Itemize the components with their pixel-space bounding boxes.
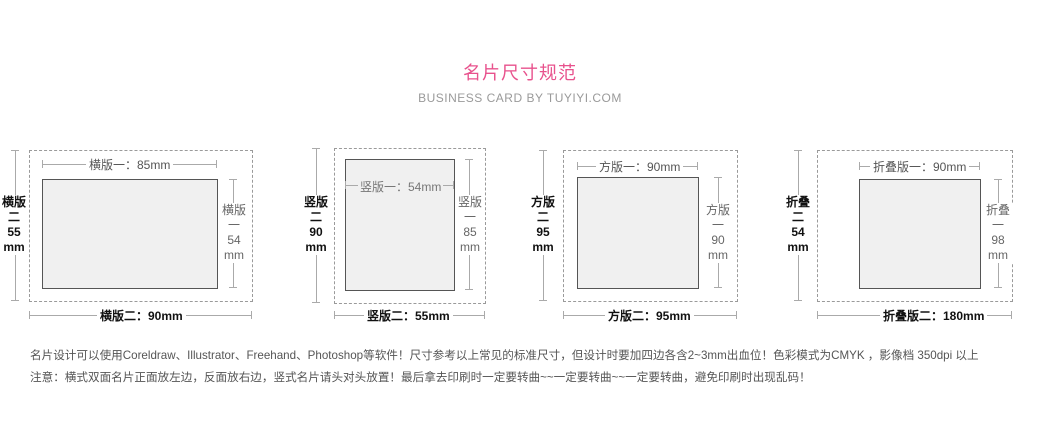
right-dimension-tick bbox=[994, 287, 1002, 288]
bottom-dimension-tick bbox=[736, 311, 737, 319]
bottom-dimension-tick bbox=[251, 311, 252, 319]
bottom-dimension-tick bbox=[484, 311, 485, 319]
description-line-2: 注意：横式双面名片正面放左边，反面放右边，竖式名片请头对头放置！最后拿去印刷时一… bbox=[30, 371, 811, 384]
right-dimension-tick bbox=[714, 287, 722, 288]
left-dimension-tick bbox=[539, 150, 547, 151]
top-dimension-label: 横版一：85mm bbox=[86, 158, 174, 172]
bottom-dimension-tick bbox=[563, 311, 564, 319]
top-dimension-tick bbox=[577, 162, 578, 170]
left-dimension-tick bbox=[312, 148, 320, 149]
bottom-dimension-label: 折叠版二：180mm bbox=[880, 309, 988, 323]
right-dimension-tick bbox=[465, 289, 473, 290]
bleed-outline bbox=[334, 148, 486, 304]
page-title: 名片尺寸规范 bbox=[463, 63, 577, 83]
right-dimension-tick bbox=[714, 177, 722, 178]
left-dimension-tick bbox=[11, 300, 19, 301]
left-dimension-tick bbox=[539, 300, 547, 301]
left-dimension-tick bbox=[794, 150, 802, 151]
right-dimension-tick bbox=[229, 179, 237, 180]
bottom-dimension-tick bbox=[817, 311, 818, 319]
card-area bbox=[577, 177, 699, 289]
top-dimension-tick bbox=[453, 181, 454, 189]
bleed-outline bbox=[29, 150, 253, 302]
top-dimension-tick bbox=[345, 181, 346, 189]
right-dimension-tick bbox=[229, 287, 237, 288]
bottom-dimension-label: 横版二：90mm bbox=[97, 309, 186, 323]
bottom-dimension-tick bbox=[1011, 311, 1012, 319]
bottom-dimension-label: 竖版二：55mm bbox=[364, 309, 453, 323]
top-dimension-label: 竖版一：54mm bbox=[358, 180, 444, 194]
top-dimension-label: 折叠版一：90mm bbox=[870, 160, 970, 174]
top-dimension-tick bbox=[216, 160, 217, 168]
bleed-outline bbox=[563, 150, 738, 302]
card-area bbox=[859, 179, 981, 289]
left-dimension-tick bbox=[312, 302, 320, 303]
bottom-dimension-tick bbox=[29, 311, 30, 319]
card-area bbox=[42, 179, 218, 289]
top-dimension-tick bbox=[979, 162, 980, 170]
top-dimension-label: 方版一：90mm bbox=[596, 160, 684, 174]
bottom-dimension-label: 方版二：95mm bbox=[605, 309, 694, 323]
top-dimension-tick bbox=[42, 160, 43, 168]
right-dimension-tick bbox=[465, 159, 473, 160]
description-line-1: 名片设计可以使用Coreldraw、Illustrator、Freehand、P… bbox=[30, 349, 979, 362]
left-dimension-tick bbox=[794, 300, 802, 301]
page-subtitle: BUSINESS CARD BY TUYIYI.COM bbox=[418, 91, 622, 105]
left-dimension-tick bbox=[11, 150, 19, 151]
right-dimension-tick bbox=[994, 179, 1002, 180]
bottom-dimension-tick bbox=[334, 311, 335, 319]
top-dimension-tick bbox=[859, 162, 860, 170]
top-dimension-tick bbox=[697, 162, 698, 170]
